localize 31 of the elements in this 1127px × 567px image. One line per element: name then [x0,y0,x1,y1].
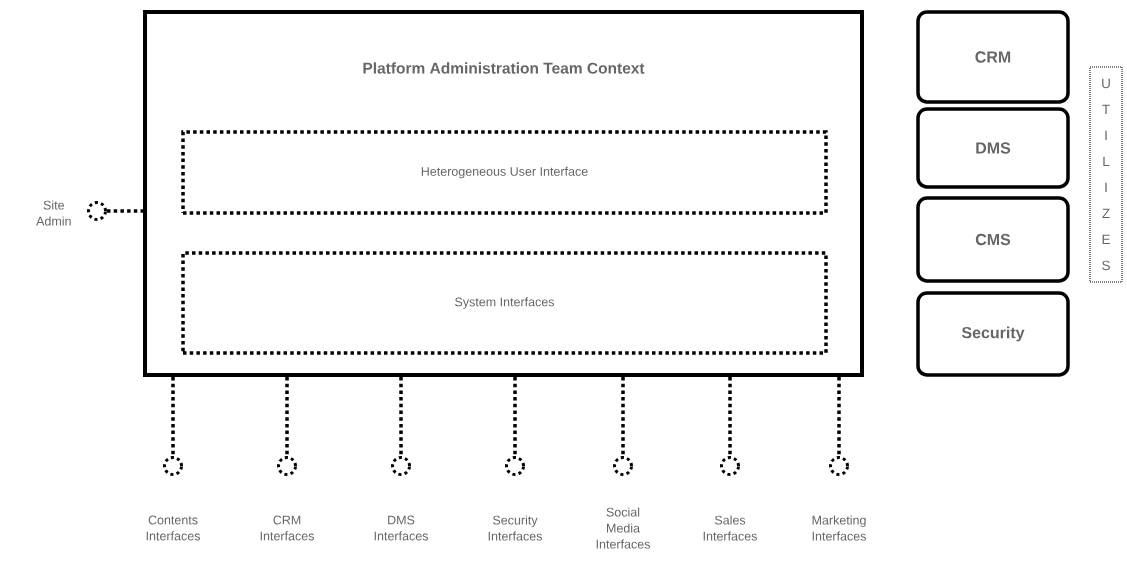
node-label: Site Admin [36,200,71,226]
connector-line [285,377,289,456]
node-label: CRM Interfaces [260,515,314,541]
connector-line [621,377,625,456]
interface-circle [505,456,525,476]
interface-circle [391,456,411,476]
connector-line [107,209,143,213]
interface-circle [87,201,107,221]
node-label: Social Media Interfaces [596,507,650,549]
interface-circle [829,456,849,476]
interface-circle [613,456,633,476]
node-label: Security Interfaces [488,515,542,541]
dotted-box: System Interfaces [181,251,828,355]
interface-circle [163,456,183,476]
node-label: DMS Interfaces [374,515,428,541]
dotted-box: Heterogeneous User Interface [181,130,828,215]
connector-line [171,377,175,456]
node-label: Contents Interfaces [146,515,200,541]
system-box: CMS [916,196,1070,283]
system-box: Security [916,291,1070,377]
node-label: Marketing Interfaces [812,515,866,541]
interface-circle [277,456,297,476]
connector-line [837,377,841,456]
connector-line [399,377,403,456]
utilizes-box: U T I L I Z E S [1089,66,1123,283]
connector-line [513,377,517,456]
connector-line [728,377,732,456]
node-label: Sales Interfaces [703,515,757,541]
system-box: DMS [916,107,1070,189]
interface-circle [720,456,740,476]
system-box: CRM [916,10,1070,104]
